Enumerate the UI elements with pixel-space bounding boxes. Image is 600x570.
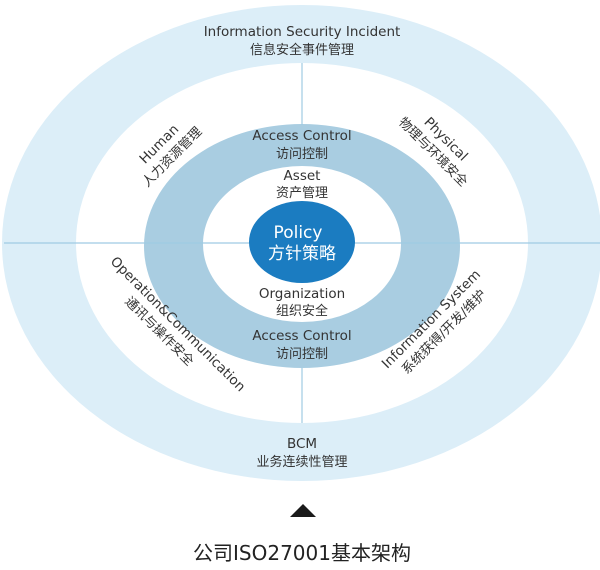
caption: 公司ISO27001基本架构 xyxy=(193,541,411,565)
asset-en: Asset xyxy=(284,168,321,184)
access-control-top-en: Access Control xyxy=(252,128,351,144)
policy-circle xyxy=(249,201,355,283)
triangle-up-icon xyxy=(290,504,316,517)
policy-en: Policy xyxy=(274,223,323,243)
bcm-zh: 业务连续性管理 xyxy=(256,454,347,470)
asset-zh: 资产管理 xyxy=(276,186,328,201)
organization-zh: 组织安全 xyxy=(276,303,328,319)
organization-en: Organization xyxy=(259,286,345,302)
access-control-bottom-zh: 访问控制 xyxy=(276,347,328,362)
policy-zh: 方针策略 xyxy=(268,244,336,264)
access-control-top-zh: 访问控制 xyxy=(276,147,328,162)
outer-top-en: Information Security Incident xyxy=(204,24,401,40)
access-control-bottom-en: Access Control xyxy=(252,328,351,344)
bcm-en: BCM xyxy=(287,436,317,452)
outer-top-zh: 信息安全事件管理 xyxy=(250,42,354,58)
